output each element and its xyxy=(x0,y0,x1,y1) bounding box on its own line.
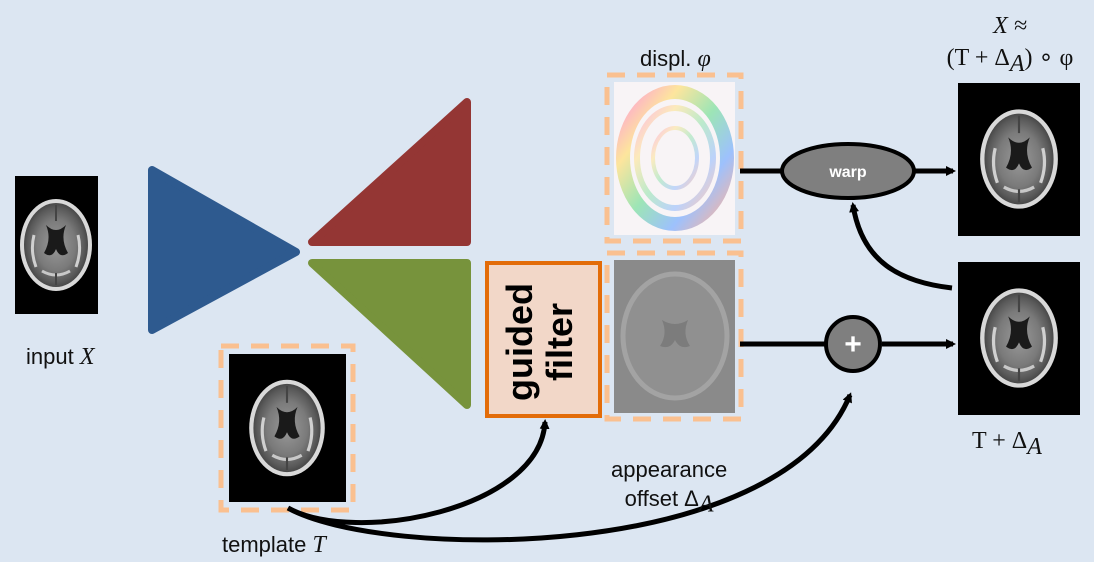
input-label-var: X xyxy=(79,344,95,370)
displacement-label-var: φ xyxy=(697,46,711,72)
bottom-formula-text: T + Δ xyxy=(972,428,1028,454)
arrow-output-to-warp xyxy=(849,202,953,291)
bottom-formula-sub: A xyxy=(1027,433,1042,460)
top-formula: X ≈ (T + ΔA) ∘ φ xyxy=(930,10,1090,80)
appearance-offset-label-line2: offset ΔA xyxy=(611,484,727,519)
warped-output-image xyxy=(958,83,1080,236)
input-image xyxy=(15,176,98,314)
top-formula-line2: (T + ΔA) ∘ φ xyxy=(930,42,1090,80)
guided-filter-label-line2: filter xyxy=(539,303,580,381)
guided-filter-box xyxy=(485,261,602,418)
top-formula-line1: X ≈ xyxy=(993,13,1027,39)
appearance-offset-image xyxy=(604,250,744,422)
arrow-template-to-plus xyxy=(286,392,853,543)
plus-node-label: + xyxy=(844,328,862,361)
appearance-offset-label-line1: appearance xyxy=(611,457,728,482)
displacement-label-text: displ. xyxy=(640,46,692,71)
appearance-offset-label: appearance offset ΔA xyxy=(611,455,727,519)
guided-filter-label-line1: guided xyxy=(499,283,540,401)
top-formula-line2-text: (T + Δ xyxy=(946,45,1010,71)
plus-node xyxy=(824,315,882,373)
encoder-triangle xyxy=(148,166,300,334)
bottom-formula: T + ΔA xyxy=(972,428,1042,461)
displacement-label: displ. φ xyxy=(640,46,711,73)
displacement-image xyxy=(604,72,744,244)
template-label-var: T xyxy=(312,532,326,558)
top-formula-tail: ) ∘ φ xyxy=(1024,45,1074,71)
template-label-text: template xyxy=(222,532,307,557)
appearance-offset-text: offset Δ xyxy=(624,486,699,511)
warp-node xyxy=(780,142,916,200)
template-label: template T xyxy=(222,532,326,559)
warp-node-label: warp xyxy=(828,164,867,181)
top-formula-sub: A xyxy=(1009,50,1025,77)
displacement-decoder-triangle xyxy=(308,98,471,246)
input-label: input X xyxy=(26,344,95,371)
input-label-text: input xyxy=(26,344,74,369)
appearance-decoder-triangle xyxy=(308,259,471,409)
template-plus-offset-image xyxy=(958,262,1080,415)
appearance-offset-sub: A xyxy=(698,491,714,518)
template-image xyxy=(218,343,356,513)
